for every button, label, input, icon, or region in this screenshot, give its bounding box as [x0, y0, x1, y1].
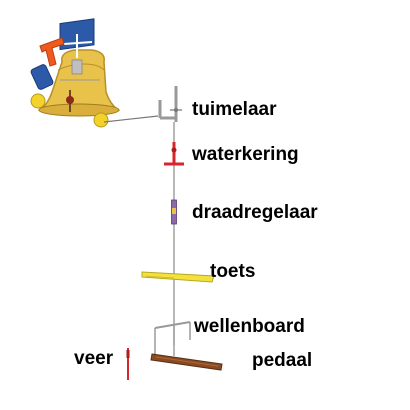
bell-wire: [103, 115, 159, 123]
motor-block: [30, 64, 54, 90]
weight-ball-left: [30, 93, 46, 109]
draadregelaar-part: [171, 199, 177, 225]
label-pedaal: pedaal: [252, 350, 313, 371]
waterkering-part: [164, 142, 184, 166]
toets-part: [141, 271, 215, 283]
bell-assembly: [30, 18, 121, 128]
label-tuimelaar: tuimelaar: [192, 99, 277, 120]
label-draadregelaar: draadregelaar: [192, 202, 318, 223]
label-veer: veer: [74, 348, 114, 369]
label-waterkering: waterkering: [192, 144, 299, 165]
clapper: [66, 96, 74, 104]
label-wellenboard: wellenboard: [194, 316, 305, 337]
weight-ball-right: [93, 112, 109, 128]
hammer-arm: [39, 37, 65, 67]
wellenboard-part: [154, 321, 191, 356]
label-toets: toets: [210, 261, 256, 282]
tuimelaar-part: [158, 86, 182, 122]
pedaal-part: [150, 353, 223, 371]
bell-lip: [38, 103, 120, 117]
